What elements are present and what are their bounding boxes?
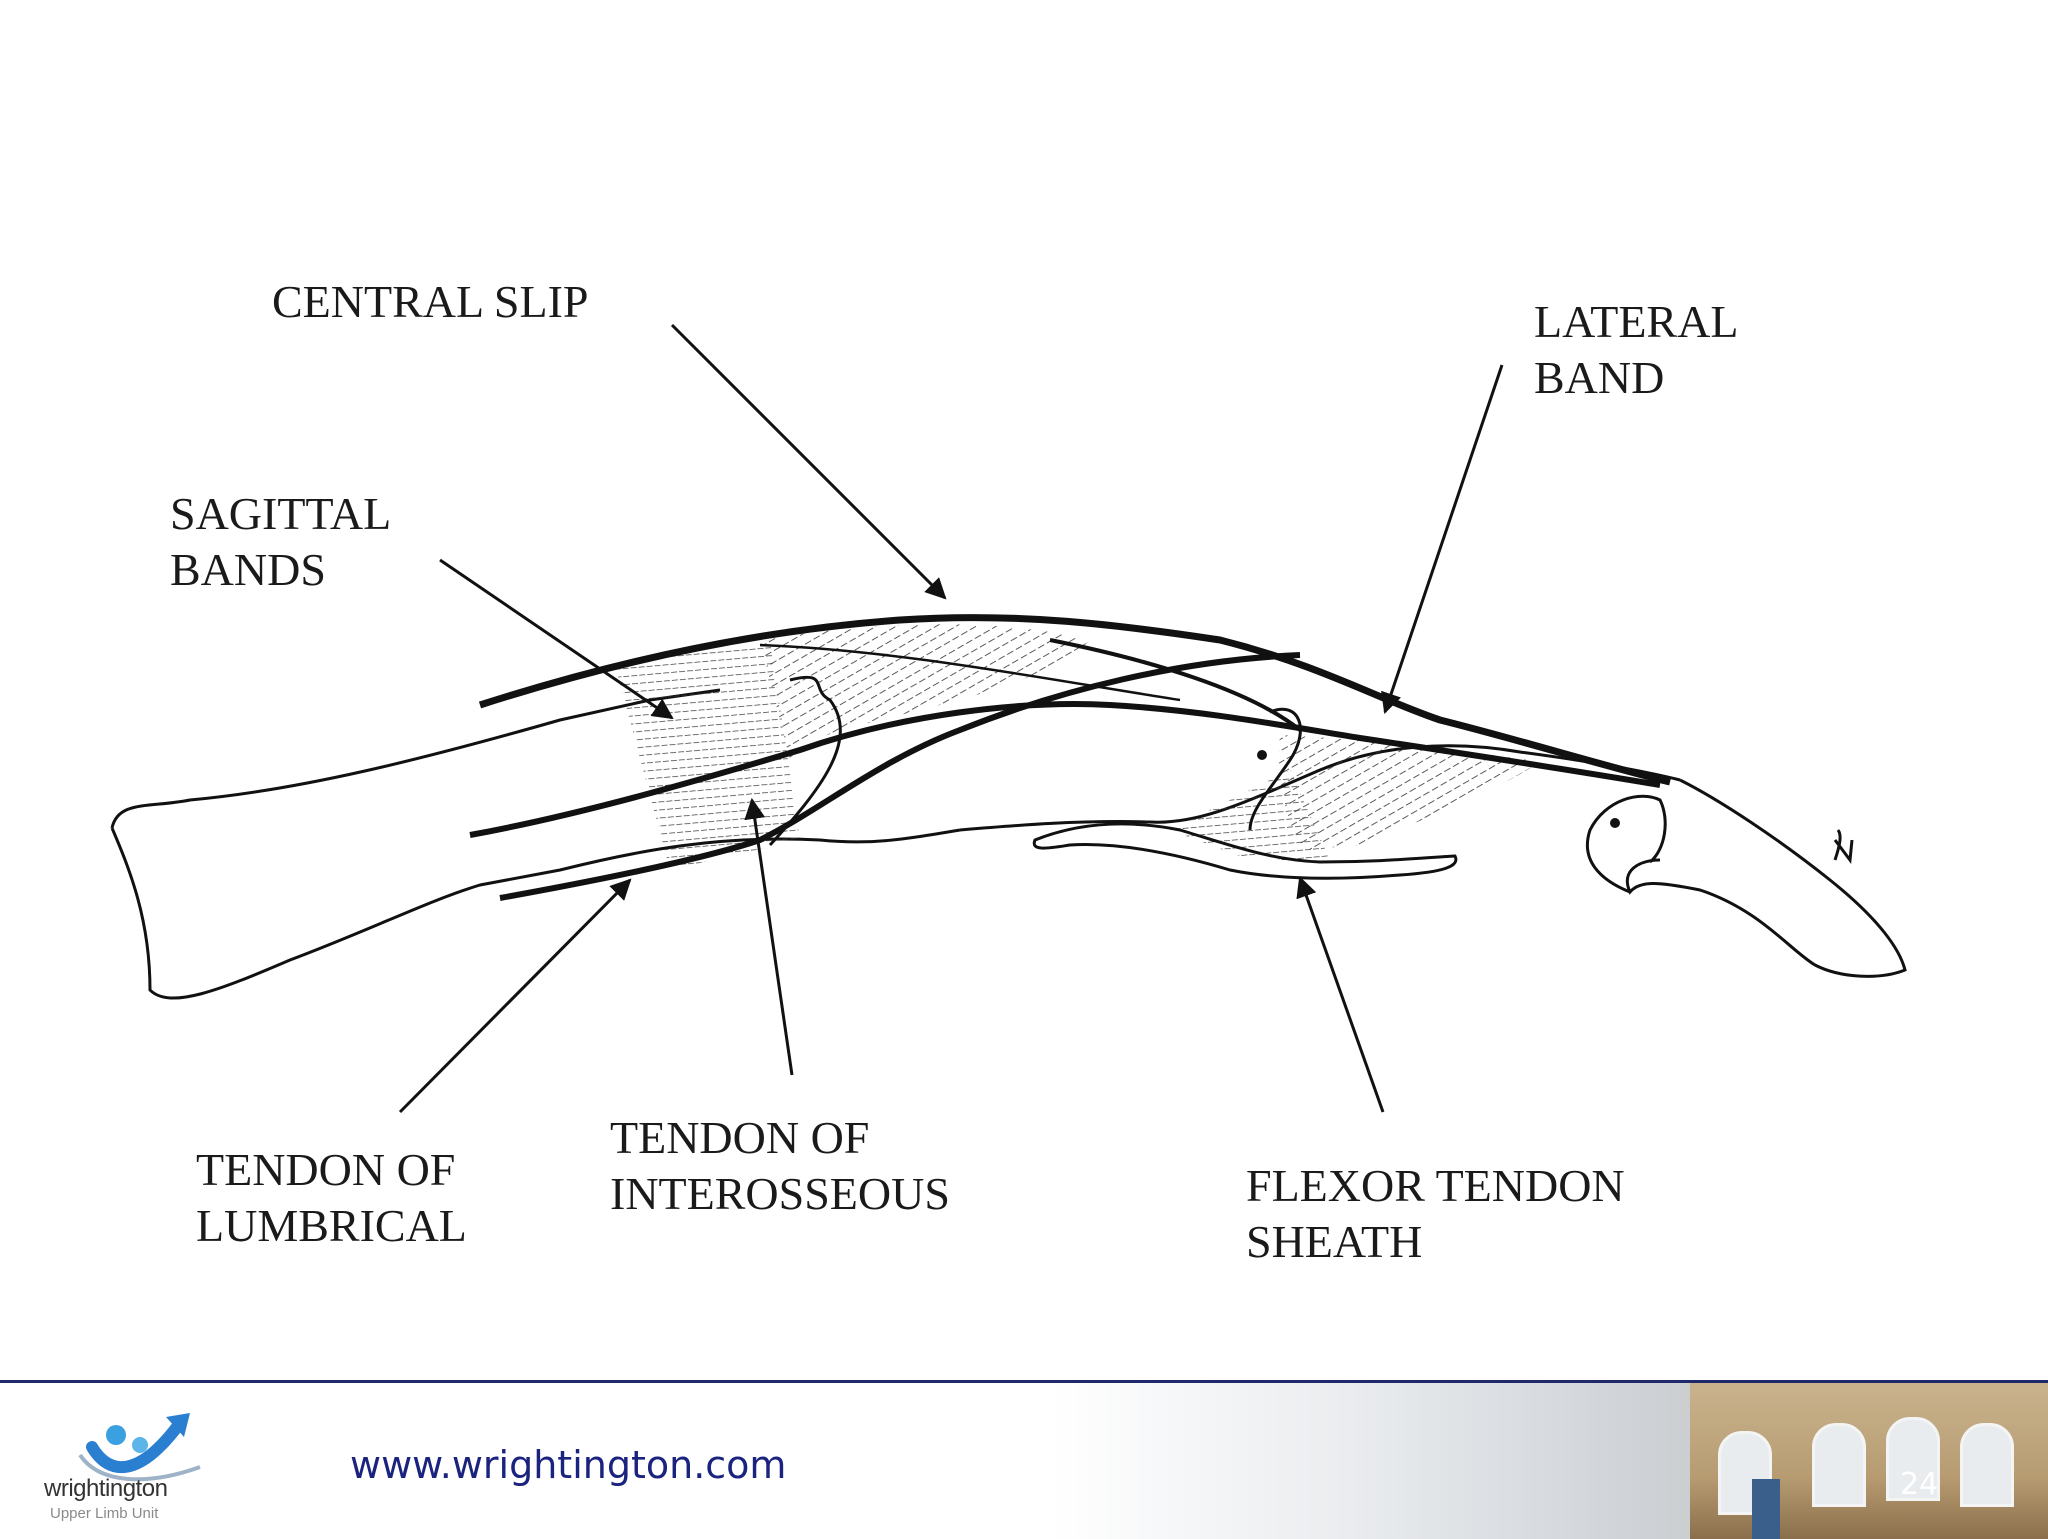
finger-anatomy-diagram: CENTRAL SLIP LATERAL BAND SAGITTAL BANDS… bbox=[110, 276, 1907, 1267]
central-slip-hatch bbox=[760, 624, 1090, 760]
label-sagittal-bands: SAGITTAL BANDS bbox=[170, 488, 392, 595]
label-tendon-of-interosseous: TENDON OF INTEROSSEOUS bbox=[610, 1112, 950, 1219]
logo-name: wrightington bbox=[44, 1475, 168, 1502]
sagittal-bands-arrow bbox=[439, 558, 674, 720]
central-slip-tendon bbox=[478, 614, 1671, 786]
building-window bbox=[1886, 1417, 1940, 1501]
lumbrical-arrow bbox=[398, 878, 632, 1114]
central-slip-arrow bbox=[670, 323, 947, 600]
lateral-band-arrow bbox=[1381, 364, 1504, 714]
website-link[interactable]: www.wrightington.com bbox=[350, 1443, 787, 1487]
label-flexor-tendon-sheath: FLEXOR TENDON SHEATH bbox=[1246, 1160, 1625, 1267]
bone-outline bbox=[110, 688, 961, 1000]
building-window bbox=[1960, 1423, 2014, 1507]
label-lateral-band: LATERAL BAND bbox=[1534, 296, 1739, 403]
joint-capsule bbox=[768, 675, 842, 847]
wrightington-logo[interactable]: wrightington Upper Limb Unit bbox=[40, 1395, 220, 1535]
logo-mark-icon bbox=[78, 1413, 201, 1482]
building-window bbox=[1812, 1423, 1866, 1507]
finger-extensor-mechanism-drawing bbox=[110, 323, 1907, 1114]
building-photo bbox=[1690, 1383, 2048, 1539]
building-door bbox=[1752, 1479, 1780, 1539]
distal-phalanx-outline bbox=[1625, 778, 1907, 978]
interosseous-tendon bbox=[469, 701, 1661, 838]
interosseous-arrow bbox=[744, 797, 794, 1076]
slide-footer: wrightington Upper Limb Unit www.wrighti… bbox=[0, 1380, 2048, 1539]
label-central-slip: CENTRAL SLIP bbox=[272, 276, 589, 327]
logo-subtitle: Upper Limb Unit bbox=[50, 1505, 159, 1522]
lumbrical-tendon bbox=[499, 652, 1301, 901]
pip-joint-hatch bbox=[1279, 735, 1540, 850]
page-number: 24 bbox=[1900, 1467, 1939, 1502]
flexor-sheath-arrow bbox=[1296, 876, 1385, 1113]
flexor-tendon-sheath-outline bbox=[1032, 822, 1458, 880]
label-tendon-of-lumbrical: TENDON OF LUMBRICAL bbox=[196, 1144, 467, 1251]
